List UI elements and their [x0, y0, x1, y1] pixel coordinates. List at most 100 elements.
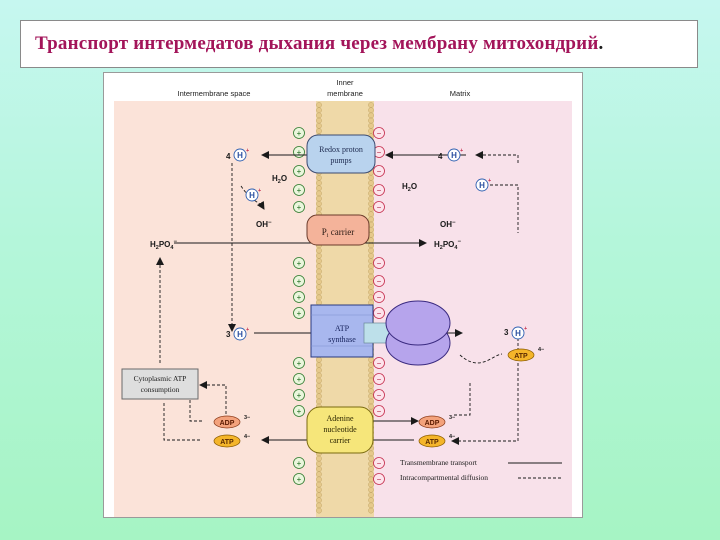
svg-text:−: − — [377, 203, 382, 212]
atp-badge-right: ATP 4− — [418, 434, 455, 448]
minus-charge: − — [373, 201, 385, 213]
minus-charge: − — [373, 291, 385, 303]
svg-text:+: + — [460, 148, 463, 154]
minus-charge: − — [373, 457, 385, 469]
svg-text:+: + — [297, 259, 302, 268]
svg-text:+: + — [488, 178, 491, 184]
svg-text:+: + — [297, 407, 302, 416]
f1-head-upper — [385, 300, 451, 346]
svg-text:H: H — [451, 151, 457, 160]
path-atp-matrix-return — [451, 333, 519, 445]
minus-charge: − — [373, 389, 385, 401]
svg-text:−: − — [377, 259, 382, 268]
svg-text:+: + — [297, 148, 302, 157]
plus-charge: + — [293, 146, 305, 158]
plus-charge: + — [293, 291, 305, 303]
minus-charges: −−−−−−−−−−−−−−− — [373, 127, 385, 485]
phosphate-left: H2PO4− — [150, 239, 177, 251]
pi-carrier-label: Pi carrier — [322, 227, 354, 239]
water-right: H2O — [402, 182, 417, 193]
legend-intercompartmental: Intracompartmental diffusion — [400, 473, 488, 482]
adp-badge-left: ADP 3− — [213, 415, 250, 429]
path-atp-release — [459, 353, 503, 364]
slide-title-text: Транспорт интермедатов дыхания через мем… — [35, 33, 599, 54]
svg-text:H: H — [237, 330, 243, 339]
label-membrane: membrane — [327, 89, 363, 98]
minus-charge: − — [373, 307, 385, 319]
svg-text:+: + — [246, 327, 249, 333]
redox-label-line1: Redox proton — [319, 145, 363, 154]
svg-text:ADP: ADP — [220, 420, 235, 427]
svg-text:+: + — [297, 203, 302, 212]
proton-labels: 4 4 3 3 — [226, 152, 509, 339]
redox-label-line2: pumps — [330, 156, 351, 165]
plus-charge: + — [293, 201, 305, 213]
svg-text:ATP: ATP — [514, 353, 528, 360]
svg-text:+: + — [524, 326, 527, 332]
svg-text:H: H — [249, 191, 255, 200]
svg-text:+: + — [297, 277, 302, 286]
h-plus-badge: H+ — [233, 148, 249, 162]
phosphate-right: H2PO4− — [434, 239, 461, 251]
slide-title: Транспорт интермедатов дыхания через мем… — [35, 33, 603, 55]
hydroxide-left: OH− — [256, 220, 272, 229]
plus-charge: + — [293, 127, 305, 139]
svg-text:3−: 3− — [244, 415, 250, 421]
plus-charge: + — [293, 405, 305, 417]
proton-count-out-4: 4 — [226, 152, 231, 161]
svg-text:−: − — [377, 359, 382, 368]
h-plus-badge: H+ — [233, 327, 249, 341]
plus-charge: + — [293, 165, 305, 177]
svg-text:−: − — [377, 277, 382, 286]
plus-charge: + — [293, 457, 305, 469]
svg-text:H: H — [479, 181, 485, 190]
svg-text:−: − — [377, 148, 382, 157]
svg-text:−: − — [377, 186, 382, 195]
svg-text:+: + — [297, 359, 302, 368]
svg-text:H: H — [237, 151, 243, 160]
minus-charge: − — [373, 165, 385, 177]
svg-text:+: + — [297, 391, 302, 400]
atp-badge-matrix: ATP 4− — [507, 347, 544, 362]
plus-charge: + — [293, 257, 305, 269]
h-plus-badge: H+ — [475, 178, 491, 192]
adenine-line2: nucleotide — [323, 425, 357, 434]
svg-text:4−: 4− — [449, 434, 455, 440]
plus-charge: + — [293, 184, 305, 196]
adenine-line3: carrier — [330, 436, 351, 445]
svg-text:+: + — [297, 459, 302, 468]
proton-count-out-3: 3 — [226, 330, 231, 339]
minus-charge: − — [373, 127, 385, 139]
intermembrane-space — [114, 101, 316, 517]
path-h-matrix-loop — [475, 151, 519, 163]
minus-charge: − — [373, 357, 385, 369]
minus-charge: − — [373, 473, 385, 485]
svg-text:4−: 4− — [538, 347, 544, 353]
plus-charge: + — [293, 275, 305, 287]
svg-text:+: + — [297, 475, 302, 484]
label-intermembrane-space: Intermembrane space — [178, 89, 251, 98]
plus-charge: + — [293, 357, 305, 369]
figure-frame: Intermembrane space Inner membrane Matri… — [103, 72, 583, 518]
path-cytoplasm-atp — [163, 403, 202, 441]
path-water-split — [240, 185, 265, 210]
pi-carrier: Pi carrier — [306, 214, 370, 246]
svg-text:3−: 3− — [449, 415, 455, 421]
nucleotide-badges: ADP 3− ATP 4− ADP 3− ATP 4− ATP 4− — [213, 347, 544, 448]
atp-synthase: ATP synthase — [310, 300, 451, 366]
cytoplasmic-atp-consumption: Cytoplasmic ATP consumption — [121, 368, 199, 400]
slide-title-end: . — [598, 33, 604, 54]
svg-text:+: + — [297, 129, 302, 138]
redox-proton-pumps: Redox proton pumps — [306, 134, 376, 174]
adp-badge-right: ADP 3− — [418, 415, 455, 429]
legend: Transmembrane transport Intracompartment… — [400, 458, 562, 482]
svg-text:+: + — [297, 167, 302, 176]
svg-text:4−: 4− — [244, 434, 250, 440]
mitochondria-diagram: Intermembrane space Inner membrane Matri… — [114, 78, 572, 517]
water-left: H2O — [272, 174, 287, 185]
atp-synthase-line2: synthase — [328, 335, 356, 344]
legend-transmembrane: Transmembrane transport — [400, 458, 478, 467]
svg-text:ATP: ATP — [425, 439, 439, 446]
svg-text:−: − — [377, 309, 382, 318]
hydroxide-right: OH− — [440, 220, 456, 229]
